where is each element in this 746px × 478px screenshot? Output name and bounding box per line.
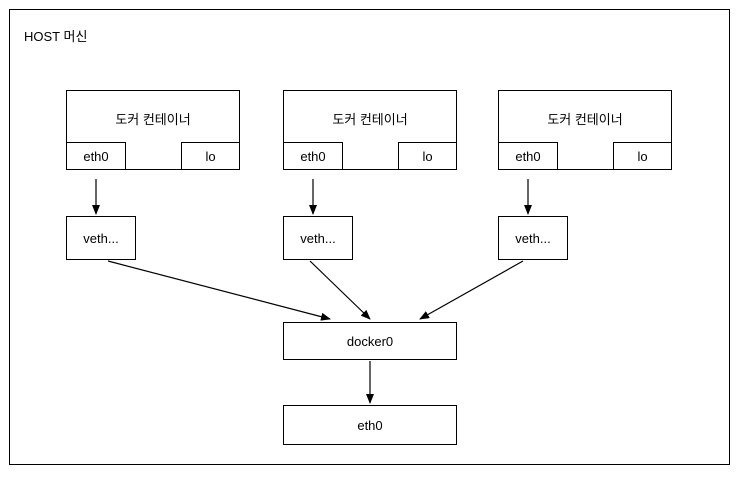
- host-eth0-box[interactable]: eth0: [283, 405, 457, 445]
- docker0-bridge-label: docker0: [346, 333, 394, 349]
- container-lo-label-2: lo: [422, 148, 433, 164]
- host-eth0-label: eth0: [357, 417, 383, 433]
- container-lo-box-3[interactable]: lo: [613, 142, 672, 170]
- container-eth0-label-1: eth0: [83, 148, 109, 164]
- container-lo-box-1[interactable]: lo: [181, 142, 240, 170]
- container-eth0-box-2[interactable]: eth0: [283, 142, 343, 170]
- container-eth0-box-1[interactable]: eth0: [66, 142, 126, 170]
- container-eth0-label-3: eth0: [515, 148, 541, 164]
- container-lo-label-3: lo: [637, 148, 648, 164]
- docker-container-box-3[interactable]: 도커 컨테이너 eth0 lo: [498, 90, 672, 170]
- veth-label-2: veth...: [300, 230, 336, 246]
- container-eth0-label-2: eth0: [300, 148, 326, 164]
- docker0-bridge-box[interactable]: docker0: [283, 322, 457, 360]
- veth-box-2[interactable]: veth...: [283, 216, 353, 260]
- container-lo-label-1: lo: [205, 148, 216, 164]
- container-eth0-box-3[interactable]: eth0: [498, 142, 558, 170]
- docker-container-box-2[interactable]: 도커 컨테이너 eth0 lo: [283, 90, 457, 170]
- veth-box-1[interactable]: veth...: [66, 216, 136, 260]
- docker-container-label-1: 도커 컨테이너: [115, 112, 191, 127]
- docker-container-label-3: 도커 컨테이너: [547, 112, 623, 127]
- veth-label-3: veth...: [515, 230, 551, 246]
- container-lo-box-2[interactable]: lo: [398, 142, 457, 170]
- host-machine-title: HOST 머신: [24, 29, 88, 44]
- veth-label-1: veth...: [83, 230, 119, 246]
- docker-container-label-2: 도커 컨테이너: [332, 112, 408, 127]
- docker-container-box-1[interactable]: 도커 컨테이너 eth0 lo: [66, 90, 240, 170]
- veth-box-3[interactable]: veth...: [498, 216, 568, 260]
